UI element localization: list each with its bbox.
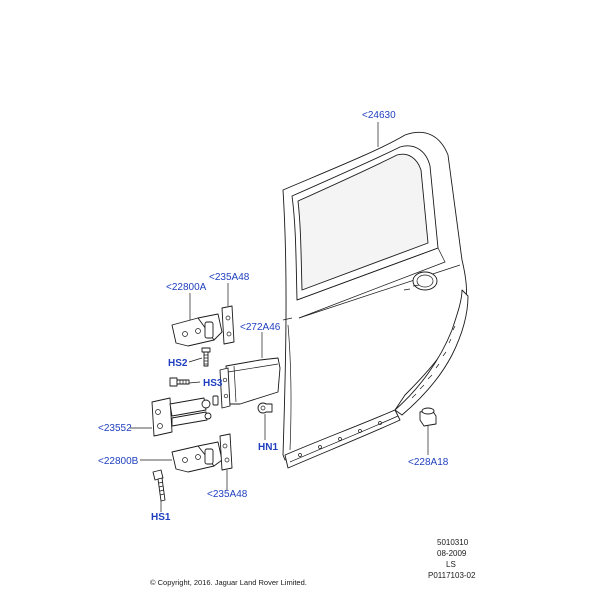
bump-stop[interactable] [419, 407, 437, 427]
check-strap[interactable] [219, 357, 281, 409]
meta-code: 5010310 [437, 538, 469, 547]
bolt-hs1[interactable] [152, 469, 166, 502]
callout-check-arm[interactable]: <23552 [98, 423, 132, 434]
leader-lines [130, 122, 429, 512]
callout-upper-hinge[interactable]: <22800A [166, 282, 207, 293]
callout-check-strap[interactable]: <272A46 [240, 322, 281, 333]
meta-date: 08-2009 [437, 549, 467, 558]
rear-door-shell[interactable] [282, 131, 469, 469]
upper-hinge[interactable] [171, 313, 223, 347]
callout-bump-stop[interactable]: <228A18 [408, 457, 449, 468]
lower-hinge[interactable] [171, 441, 223, 473]
bolt-hs3[interactable] [169, 377, 190, 387]
callout-hs3[interactable]: HS3 [203, 378, 223, 389]
callout-lower-shim[interactable]: <235A48 [207, 489, 248, 500]
callout-upper-shim[interactable]: <235A48 [209, 272, 250, 283]
callout-hs2[interactable]: HS2 [168, 358, 188, 369]
lower-shim-plate[interactable] [219, 433, 233, 471]
copyright-notice: © Copyright, 2016. Jaguar Land Rover Lim… [150, 578, 307, 587]
meta-illustration-id: P0117103-02 [428, 571, 476, 580]
meta-region: LS [446, 560, 456, 569]
callout-hn1[interactable]: HN1 [258, 442, 278, 453]
nut-hn1[interactable] [257, 402, 273, 414]
callout-hs1[interactable]: HS1 [151, 512, 171, 523]
illustration-meta: 5010310 08-2009 LS P0117103-02 [428, 538, 476, 580]
door-check-arm[interactable] [151, 395, 219, 437]
bolt-hs2[interactable] [201, 347, 211, 367]
callout-lower-hinge[interactable]: <22800B [98, 456, 139, 467]
upper-shim-plate[interactable] [221, 305, 235, 345]
callout-door-shell[interactable]: <24630 [362, 110, 396, 121]
